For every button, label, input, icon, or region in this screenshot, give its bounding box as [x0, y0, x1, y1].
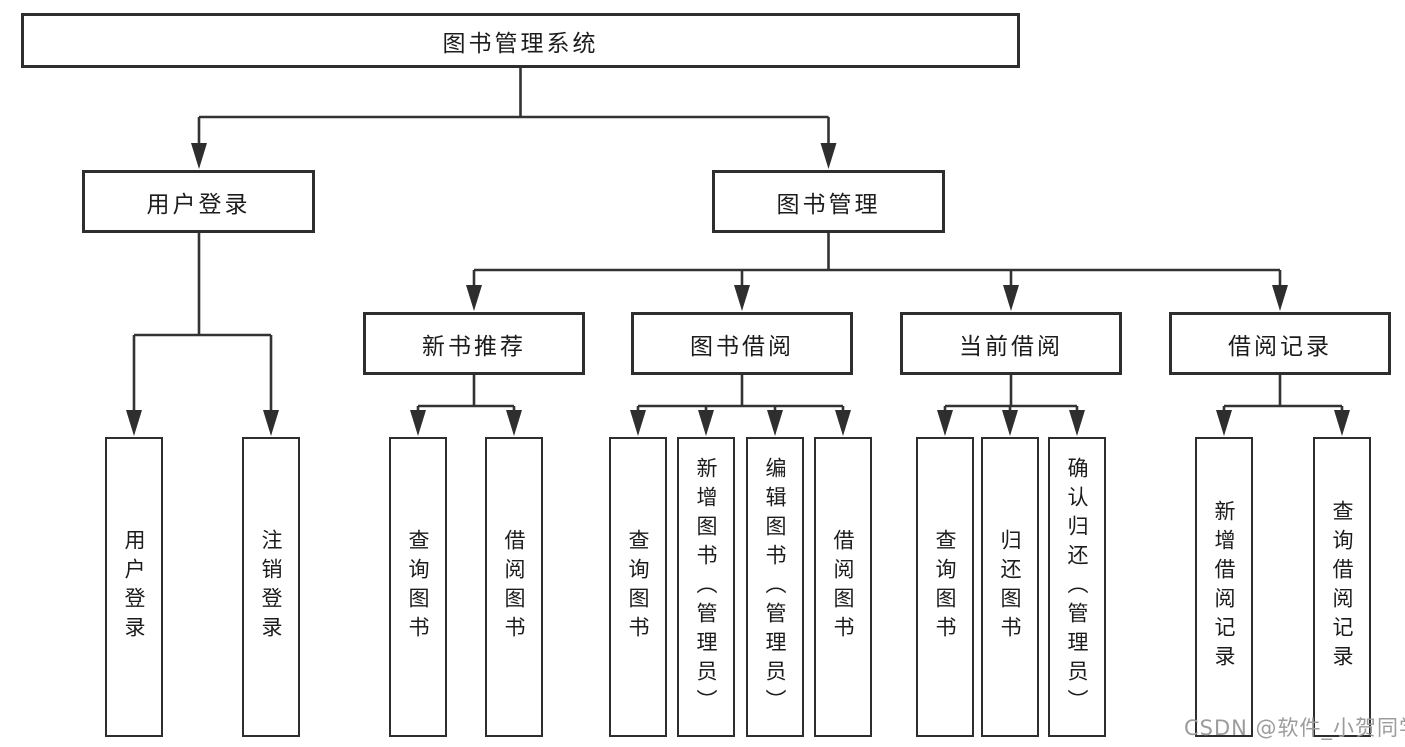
arrow-down-icon: [937, 410, 953, 436]
node-borrow-records-label: 借阅记录: [1228, 333, 1332, 360]
leaf-query-borrow-record-label: 查询借阅记录: [1330, 500, 1355, 674]
node-book-borrow: 图书借阅: [631, 312, 853, 375]
leaf-query-books-recommend-label: 查询图书: [406, 529, 431, 645]
leaf-add-book-admin-label: 新增图书（管理员）: [694, 456, 719, 718]
leaf-borrow-books-label: 借阅图书: [831, 529, 856, 645]
node-book-management-label: 图书管理: [776, 191, 881, 218]
leaf-user-login: 用户登录: [105, 437, 163, 737]
csdn-watermark: CSDN @软件_小贺同学: [1184, 716, 1405, 740]
node-root-system: 图书管理系统: [21, 13, 1020, 68]
leaf-confirm-return-admin: 确认归还（管理员）: [1048, 437, 1106, 737]
arrow-down-icon: [466, 285, 482, 311]
leaf-query-books-recommend: 查询图书: [389, 437, 447, 737]
leaf-logout-label: 注销登录: [259, 529, 284, 645]
arrow-down-icon: [1069, 410, 1085, 436]
connector-root: [197, 68, 830, 146]
leaf-borrow-books-recommend: 借阅图书: [485, 437, 543, 737]
leaf-borrow-books-recommend-label: 借阅图书: [502, 529, 527, 645]
node-new-book-recommend-label: 新书推荐: [422, 333, 526, 360]
arrow-down-icon: [630, 410, 646, 436]
arrow-down-icon: [734, 285, 750, 311]
leaf-query-books-current-label: 查询图书: [933, 529, 958, 645]
arrow-down-icon: [126, 410, 142, 436]
node-new-book-recommend: 新书推荐: [363, 312, 585, 375]
arrow-down-icon: [1003, 285, 1019, 311]
node-borrow-records: 借阅记录: [1169, 312, 1391, 375]
connector-current-borrow-group: [943, 375, 1079, 412]
leaf-user-login-label: 用户登录: [122, 529, 147, 645]
arrow-down-icon: [1002, 410, 1018, 436]
leaf-borrow-books: 借阅图书: [814, 437, 872, 737]
leaf-edit-book-admin: 编辑图书（管理员）: [746, 437, 804, 737]
arrow-down-icon: [1334, 410, 1350, 436]
leaf-return-books-label: 归还图书: [998, 529, 1023, 645]
arrow-down-icon: [410, 410, 426, 436]
leaf-logout: 注销登录: [242, 437, 300, 737]
node-current-borrow-label: 当前借阅: [959, 333, 1063, 360]
connector-new-book-group: [416, 375, 516, 412]
node-root-system-label: 图书管理系统: [442, 30, 599, 57]
node-current-borrow: 当前借阅: [900, 312, 1122, 375]
node-user-login-label: 用户登录: [146, 191, 251, 218]
arrowhead-icons: [126, 143, 1350, 436]
leaf-query-borrow-record: 查询借阅记录: [1313, 437, 1371, 737]
node-book-borrow-label: 图书借阅: [690, 333, 794, 360]
leaf-query-books-borrow: 查询图书: [609, 437, 667, 737]
arrow-down-icon: [263, 410, 279, 436]
node-book-management: 图书管理: [712, 170, 945, 233]
leaf-return-books: 归还图书: [981, 437, 1039, 737]
leaf-confirm-return-admin-label: 确认归还（管理员）: [1065, 456, 1090, 718]
connector-borrow-records-group: [1222, 375, 1344, 412]
arrow-down-icon: [767, 410, 783, 436]
arrow-down-icon: [1272, 285, 1288, 311]
arrow-down-icon: [1216, 410, 1232, 436]
leaf-add-borrow-record: 新增借阅记录: [1195, 437, 1253, 737]
node-user-login: 用户登录: [82, 170, 315, 233]
arrow-down-icon: [698, 410, 714, 436]
arrow-down-icon: [835, 410, 851, 436]
leaf-query-books-current: 查询图书: [916, 437, 974, 737]
arrow-down-icon: [191, 143, 207, 169]
connector-user-login-group: [132, 233, 273, 412]
leaf-edit-book-admin-label: 编辑图书（管理员）: [763, 456, 788, 718]
connector-book-management-group: [472, 233, 1282, 288]
connector-book-borrow-group: [636, 375, 845, 412]
leaf-add-book-admin: 新增图书（管理员）: [677, 437, 735, 737]
arrow-down-icon: [820, 143, 837, 169]
leaf-query-books-borrow-label: 查询图书: [626, 529, 651, 645]
leaf-add-borrow-record-label: 新增借阅记录: [1212, 500, 1237, 674]
arrow-down-icon: [506, 410, 522, 436]
